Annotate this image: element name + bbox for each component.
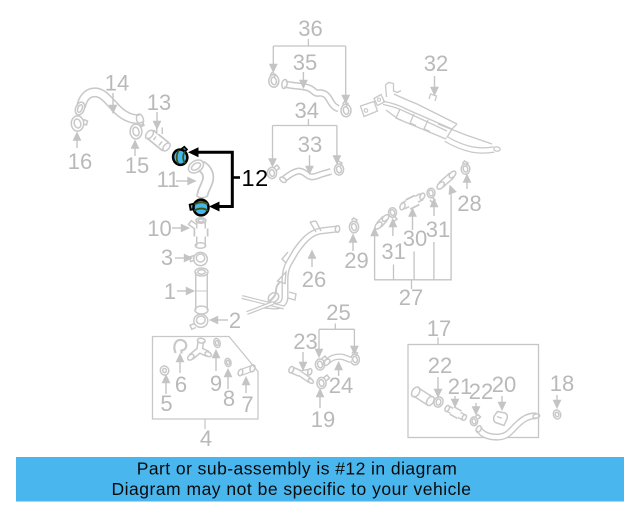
svg-text:28: 28 [457, 191, 481, 216]
svg-text:3: 3 [161, 245, 173, 270]
svg-text:8: 8 [223, 386, 235, 411]
svg-text:16: 16 [68, 149, 92, 174]
svg-text:15: 15 [125, 153, 149, 178]
svg-text:14: 14 [105, 71, 129, 96]
svg-text:29: 29 [344, 248, 368, 273]
svg-text:18: 18 [550, 371, 574, 396]
svg-text:6: 6 [175, 372, 187, 397]
svg-text:31: 31 [381, 239, 405, 264]
svg-text:1: 1 [164, 279, 176, 304]
svg-text:22: 22 [469, 379, 493, 404]
svg-text:12: 12 [242, 165, 269, 191]
svg-text:Diagram may not be specific to: Diagram may not be specific to your vehi… [112, 479, 472, 499]
svg-text:31: 31 [426, 217, 450, 242]
svg-text:25: 25 [326, 300, 350, 325]
svg-text:17: 17 [427, 316, 451, 341]
svg-text:9: 9 [210, 371, 222, 396]
svg-text:11: 11 [157, 167, 180, 192]
svg-text:22: 22 [428, 353, 452, 378]
svg-text:13: 13 [147, 90, 171, 115]
svg-text:20: 20 [492, 372, 516, 397]
svg-text:5: 5 [160, 391, 172, 416]
svg-text:36: 36 [298, 16, 322, 41]
svg-text:19: 19 [311, 407, 335, 432]
svg-text:30: 30 [403, 226, 427, 251]
svg-text:35: 35 [293, 50, 317, 75]
svg-text:23: 23 [293, 329, 317, 354]
svg-text:33: 33 [298, 132, 322, 157]
svg-text:32: 32 [424, 51, 448, 76]
svg-text:24: 24 [329, 373, 353, 398]
svg-text:7: 7 [241, 392, 253, 417]
svg-text:Part or sub-assembly is #12 in: Part or sub-assembly is #12 in diagram [137, 459, 458, 479]
svg-text:2: 2 [229, 308, 241, 333]
svg-text:27: 27 [399, 285, 423, 310]
svg-text:4: 4 [200, 426, 212, 451]
svg-text:21: 21 [448, 374, 472, 399]
svg-text:34: 34 [294, 98, 318, 123]
svg-text:10: 10 [147, 216, 171, 241]
svg-text:26: 26 [302, 267, 326, 292]
